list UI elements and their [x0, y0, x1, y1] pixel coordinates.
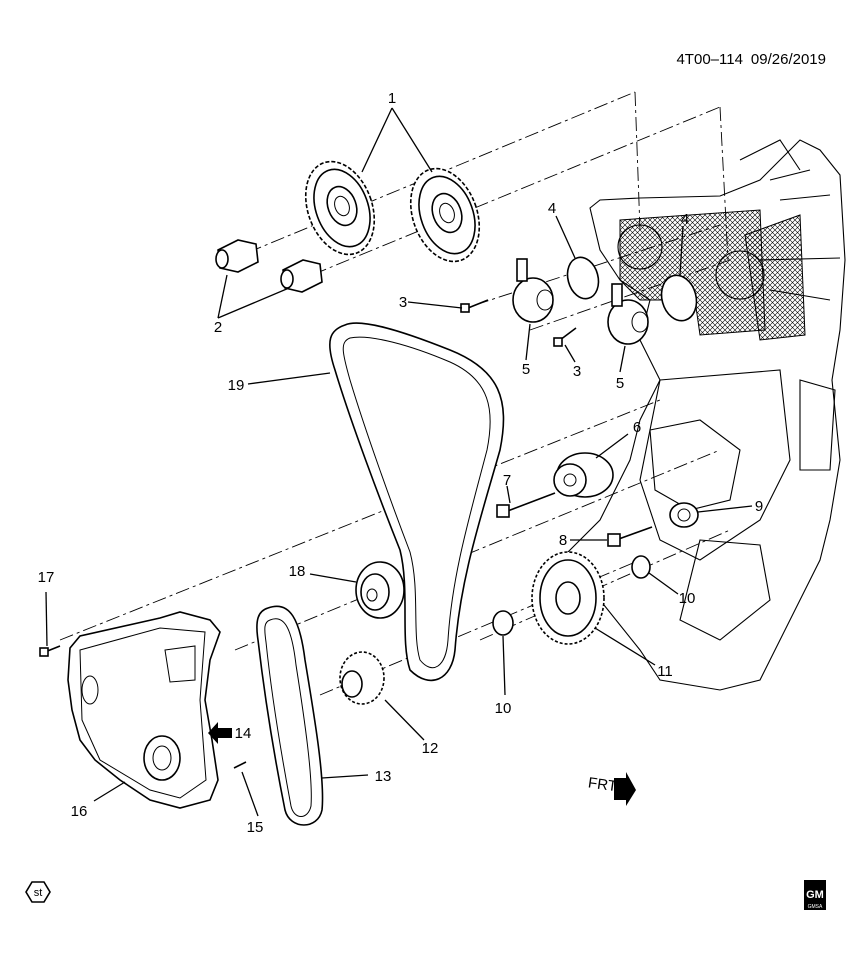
callout-7: 7	[503, 472, 511, 489]
header-date: 09/26/2019	[751, 51, 826, 68]
frt-label: FRT	[587, 774, 618, 795]
callout-5b: 5	[616, 375, 624, 392]
callout-9: 9	[755, 498, 763, 515]
dowel-pin-15	[233, 761, 247, 769]
bolt-3b	[553, 327, 577, 347]
callout-8: 8	[559, 532, 567, 549]
seal-10b	[492, 610, 514, 636]
callout-2: 2	[214, 319, 222, 336]
front-cover-16	[67, 611, 221, 809]
bolt-3a	[460, 299, 489, 313]
callout-3b: 3	[573, 363, 581, 380]
gm-logo: GM GMSA	[804, 880, 826, 910]
callout-10a: 10	[679, 590, 696, 607]
callout-13: 13	[375, 768, 392, 785]
belt-tensioner-6	[553, 452, 614, 498]
callout-12: 12	[422, 740, 439, 757]
camshaft-sprocket-2	[409, 167, 481, 263]
frt-arrow-icon	[614, 772, 636, 806]
callout-17: 17	[38, 569, 55, 586]
st-badge: st	[25, 881, 51, 903]
camshaft-actuator-5a	[512, 258, 554, 323]
camshaft-actuator-5b	[607, 283, 649, 345]
bolt-7	[496, 492, 556, 518]
idler-bushing-9	[669, 502, 699, 528]
gm-logo-subtext: GMSA	[808, 904, 823, 910]
timing-belt-19	[329, 322, 505, 682]
callout-11: 11	[657, 663, 673, 680]
callout-10b: 10	[495, 700, 512, 717]
callout-3a: 3	[399, 294, 407, 311]
callout-4a: 4	[548, 200, 556, 217]
callout-labels: 1 2 3 3 4 4 5 5 6 7 8 9 10 10 11 12 13 1…	[38, 90, 764, 836]
sprocket-12	[339, 651, 385, 705]
gm-logo-text: GM	[806, 889, 824, 901]
callout-5a: 5	[522, 361, 530, 378]
callout-16: 16	[71, 803, 88, 820]
header-doc-date: 4T00–114 09/26/2019	[676, 51, 826, 68]
callout-1: 1	[388, 90, 396, 107]
st-badge-label: st	[34, 887, 43, 899]
view-arrow-14	[208, 722, 232, 744]
belt-13	[256, 605, 324, 826]
seal-10a	[631, 555, 651, 579]
callout-18: 18	[289, 563, 306, 580]
pulley-18	[355, 561, 405, 619]
leader-lines	[45, 107, 753, 817]
crankshaft-gear-11	[531, 551, 605, 645]
oil-control-valve-1	[215, 239, 259, 273]
camshaft-sprocket-1	[304, 160, 376, 256]
callout-15: 15	[247, 819, 264, 836]
oil-control-valve-2	[280, 259, 323, 293]
o-ring-4a	[566, 256, 600, 300]
callout-4b: 4	[681, 211, 689, 228]
callout-14: 14	[235, 725, 252, 742]
bolt-17	[39, 645, 61, 657]
callout-19: 19	[228, 377, 245, 394]
bolt-8	[607, 526, 653, 547]
callout-6: 6	[633, 419, 641, 436]
front-direction-indicator: FRT	[587, 772, 636, 806]
header-doc-id: 4T00–114	[676, 51, 742, 68]
o-ring-4b	[660, 274, 698, 322]
